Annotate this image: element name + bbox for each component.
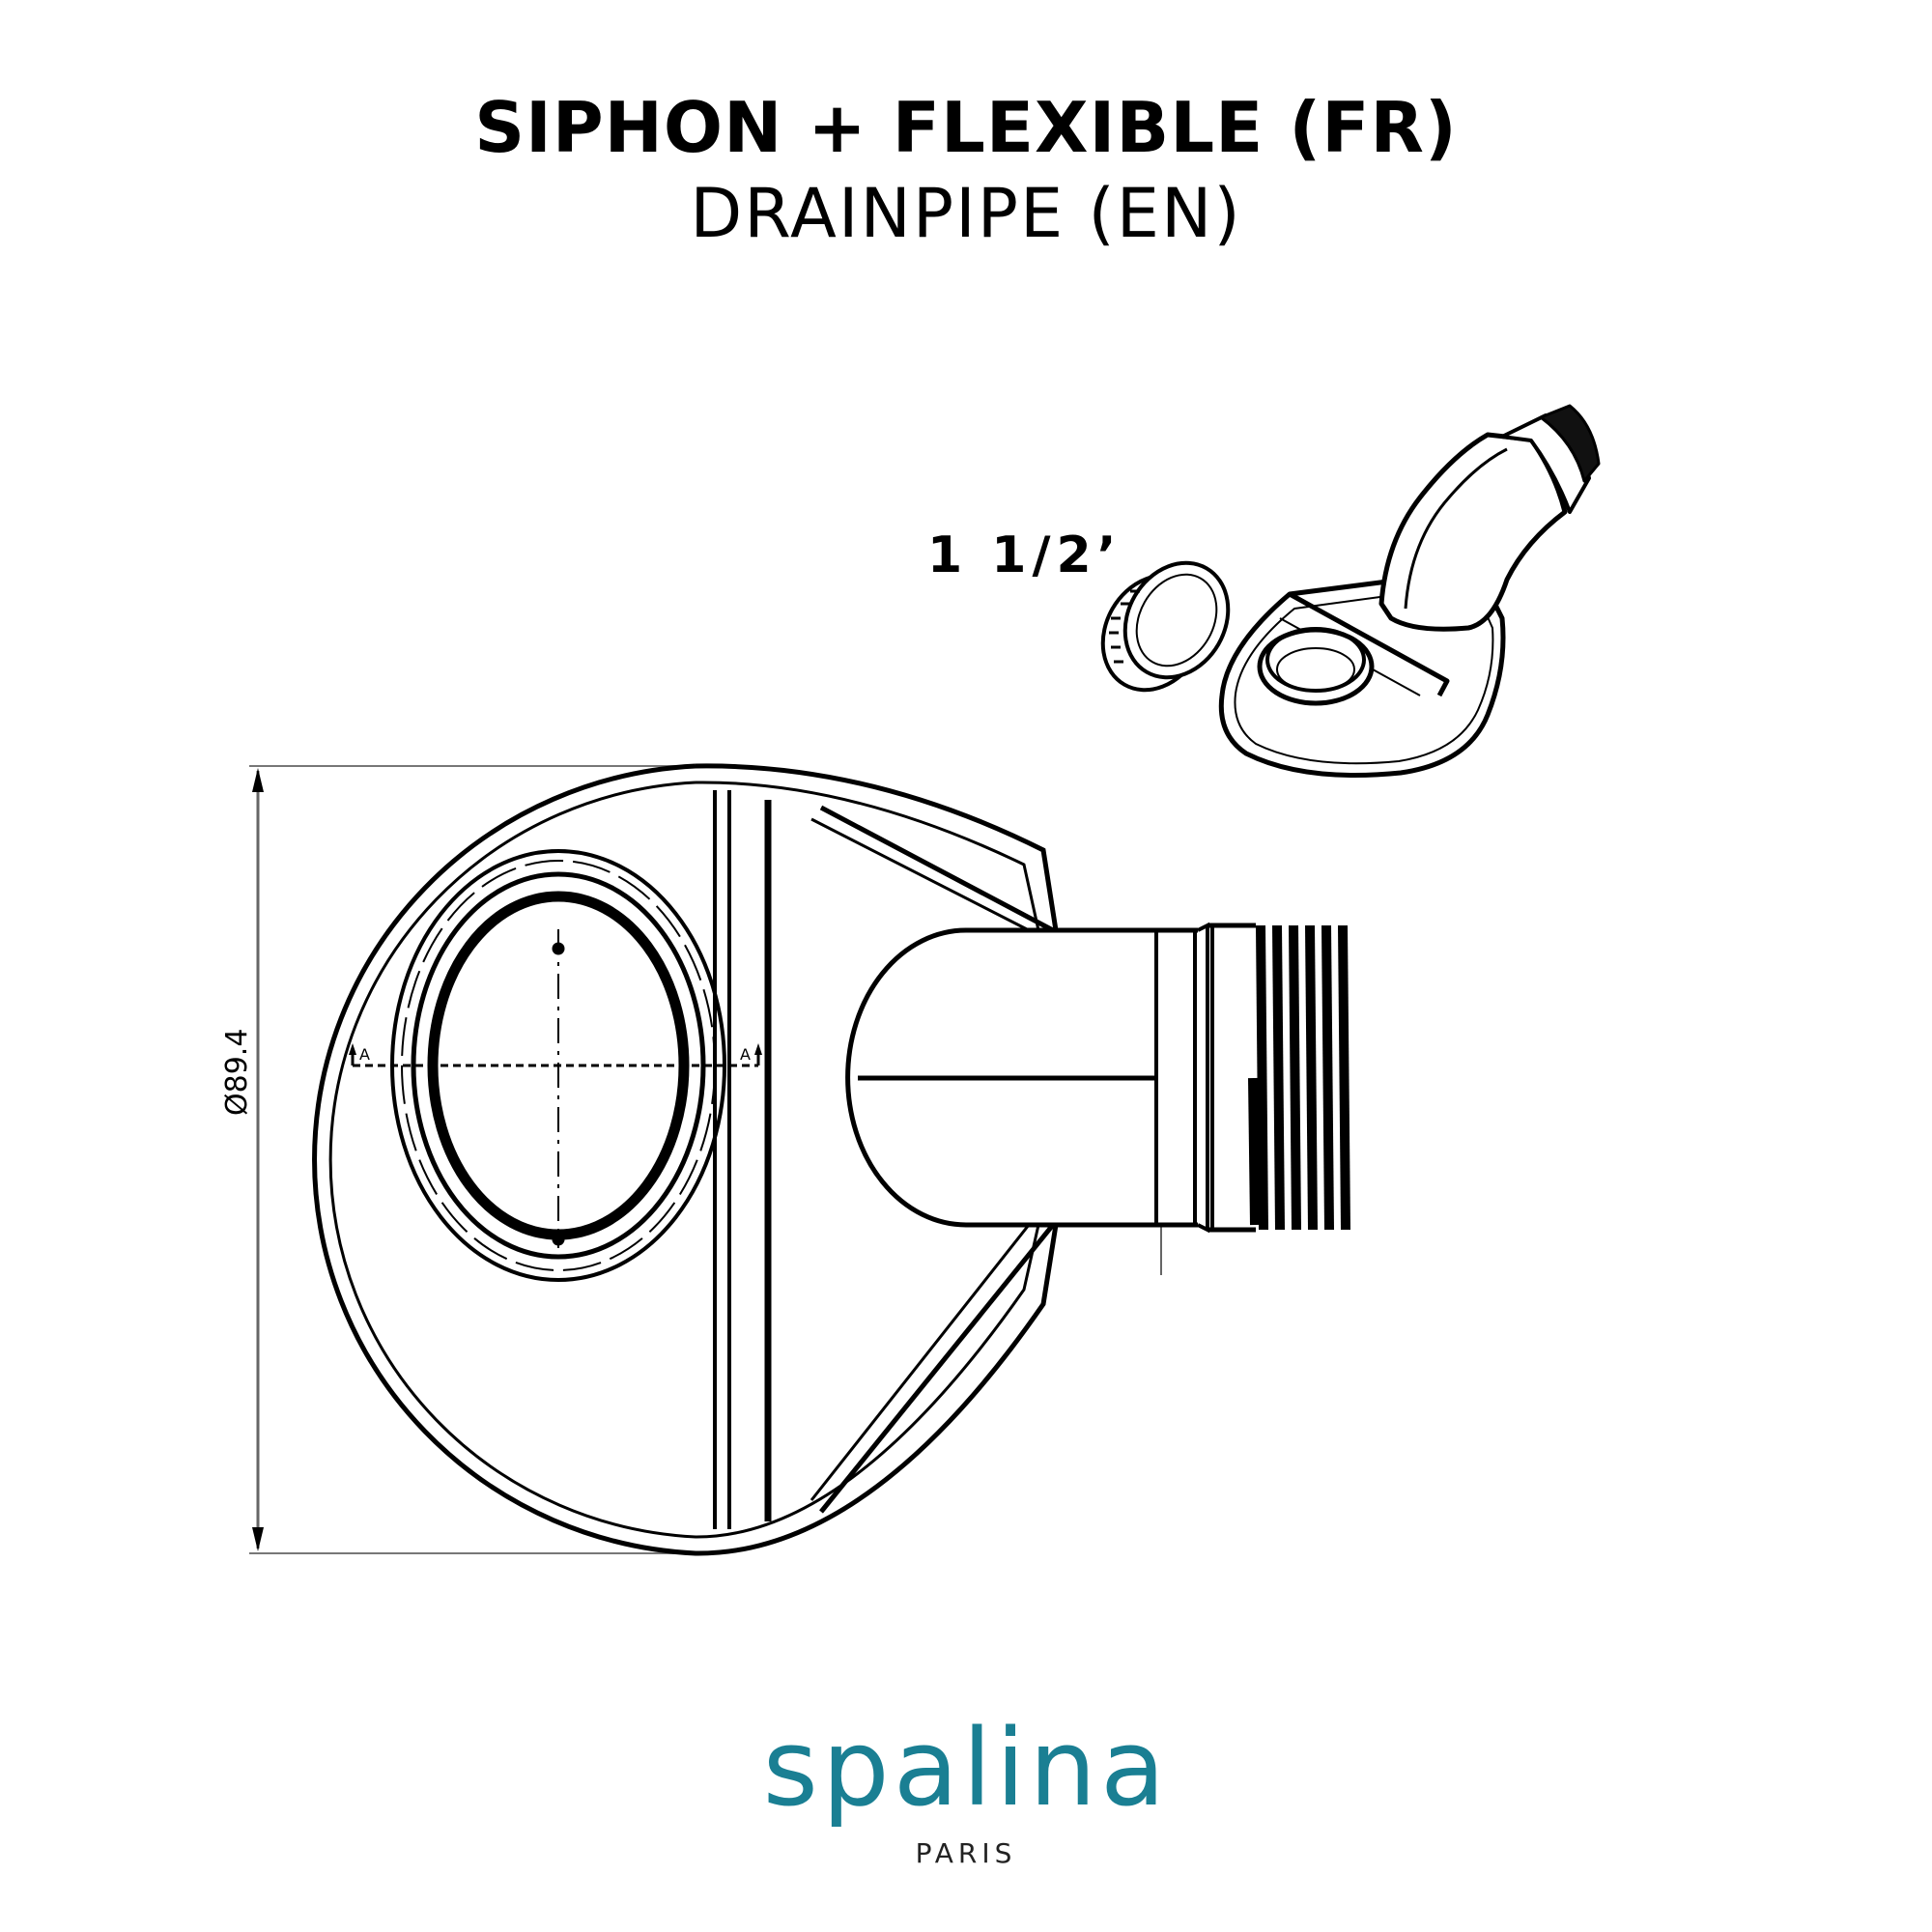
brand-city: PARIS [915,1837,1017,1869]
siphon-top-view-drawing [249,763,1350,1556]
brand-name: spalina [762,1706,1170,1830]
brand-logo: spalina PARIS [0,1710,1932,1869]
thread-size-label: 1 1/2’ [927,526,1122,584]
title-french: SIPHON + FLEXIBLE (FR) [474,87,1458,168]
diameter-dimension-label: Ø89.4 [220,1029,254,1116]
nut-ring-illustration [1100,560,1231,693]
title-block: SIPHON + FLEXIBLE (FR) DRAINPIPE (EN) [0,85,1932,255]
section-marker-left: A [359,1045,370,1064]
title-english: DRAINPIPE (EN) [690,174,1242,253]
siphon-isometric-illustration [1218,404,1601,778]
section-marker-right: A [740,1045,751,1064]
